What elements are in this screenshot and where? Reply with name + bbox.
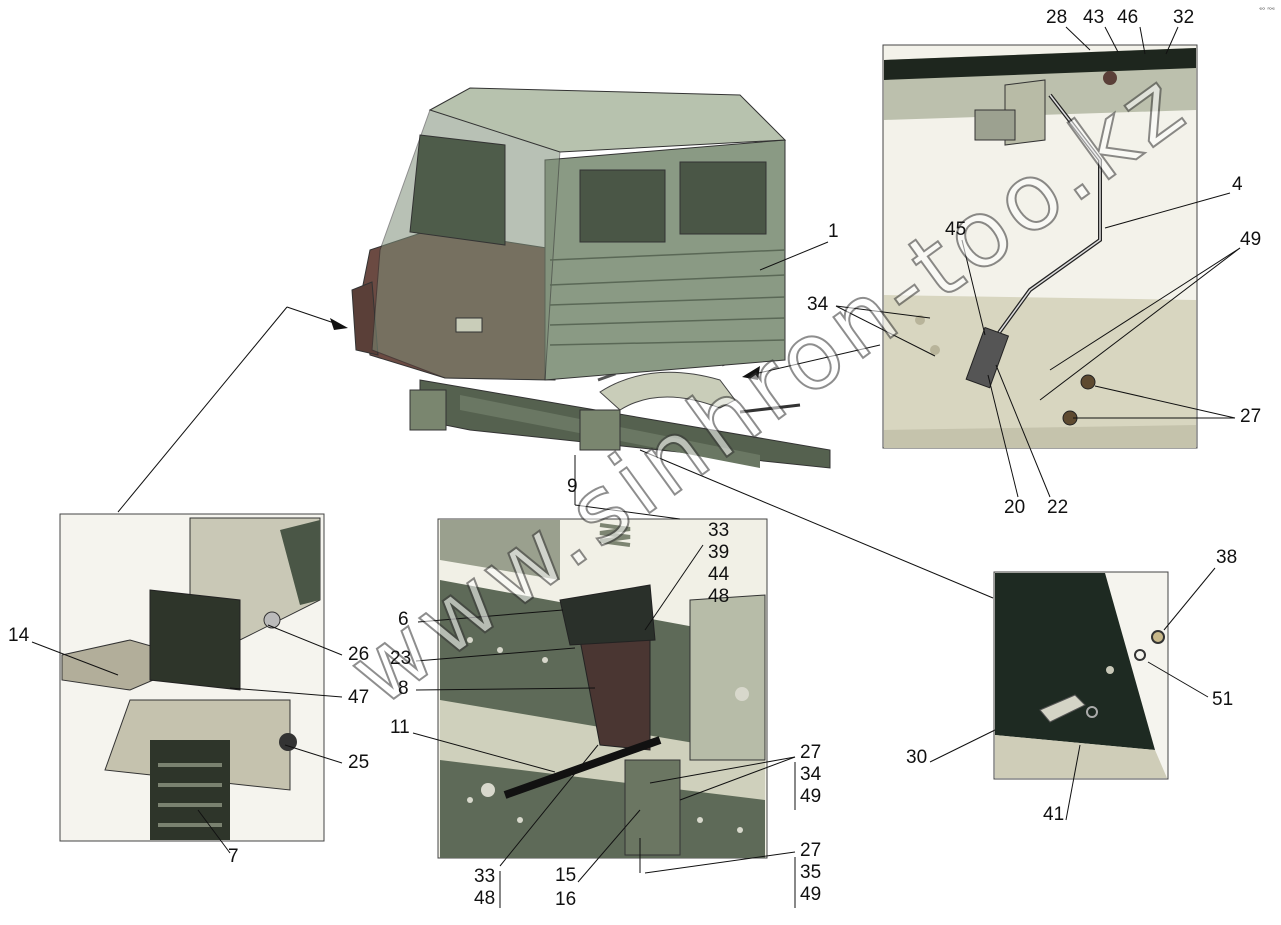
part-label-45: 45	[945, 219, 967, 240]
part-label-8: 8	[398, 678, 409, 699]
part-label-15: 15	[555, 865, 577, 886]
part-label-28: 28	[1046, 7, 1068, 28]
stack-d-item: 48	[474, 888, 496, 909]
part-label-51: 51	[1212, 689, 1234, 710]
part-label-38: 38	[1216, 547, 1238, 568]
washer-part	[1151, 630, 1165, 644]
part-label-7: 7	[228, 846, 239, 867]
inset-top-right	[882, 44, 1198, 449]
stack-b-item: 27	[800, 742, 822, 763]
inset-bottom-right	[993, 571, 1169, 780]
part-label-9: 9	[567, 476, 578, 497]
stack-b-item: 34	[800, 764, 822, 785]
part-label-41: 41	[1043, 804, 1065, 825]
part-label-46: 46	[1117, 7, 1139, 28]
stack-a-item: 44	[708, 564, 730, 585]
part-label-22: 22	[1047, 497, 1069, 518]
part-label-32: 32	[1173, 7, 1195, 28]
leader-lines	[31, 26, 1241, 908]
part-label-25: 25	[348, 752, 370, 773]
part-label-30: 30	[906, 747, 928, 768]
part-label-1: 1	[828, 221, 839, 242]
part-label-26: 26	[348, 644, 370, 665]
stack-c-item: 27	[800, 840, 822, 861]
inset-middle	[437, 518, 768, 859]
stack-a-item: 48	[708, 586, 730, 607]
part-label-34: 34	[807, 294, 829, 315]
part-label-4: 4	[1232, 174, 1243, 195]
stack-a-item: 33	[708, 520, 730, 541]
stack-d-item: 33	[474, 866, 496, 887]
ring-part	[1134, 649, 1146, 661]
part-label-20: 20	[1004, 497, 1026, 518]
part-label-23: 23	[390, 648, 412, 669]
part-label-14: 14	[8, 625, 30, 646]
part-label-47: 47	[348, 687, 370, 708]
stack-a-item: 39	[708, 542, 730, 563]
arrowheads	[330, 318, 760, 380]
part-label-stack-c: 27 35 49	[800, 840, 821, 906]
corner-mark: ᵉᵒ ʳᵒᵉ	[1259, 6, 1275, 14]
part-label-16: 16	[555, 889, 577, 910]
stack-c-item: 35	[800, 862, 822, 883]
part-label-stack-a: 33 39 44 48	[708, 520, 729, 608]
part-label-11: 11	[390, 717, 410, 738]
part-label-stack-d: 33 48	[474, 866, 495, 910]
part-label-27-top: 27	[1240, 406, 1262, 427]
stack-c-item: 49	[800, 884, 822, 905]
part-label-49-top: 49	[1240, 229, 1262, 250]
part-label-43: 43	[1083, 7, 1105, 28]
cab-illustration	[351, 87, 831, 469]
inset-left	[59, 513, 325, 842]
part-label-stack-b: 27 34 49	[800, 742, 821, 808]
stack-b-item: 49	[800, 786, 822, 807]
part-label-6: 6	[398, 609, 409, 630]
